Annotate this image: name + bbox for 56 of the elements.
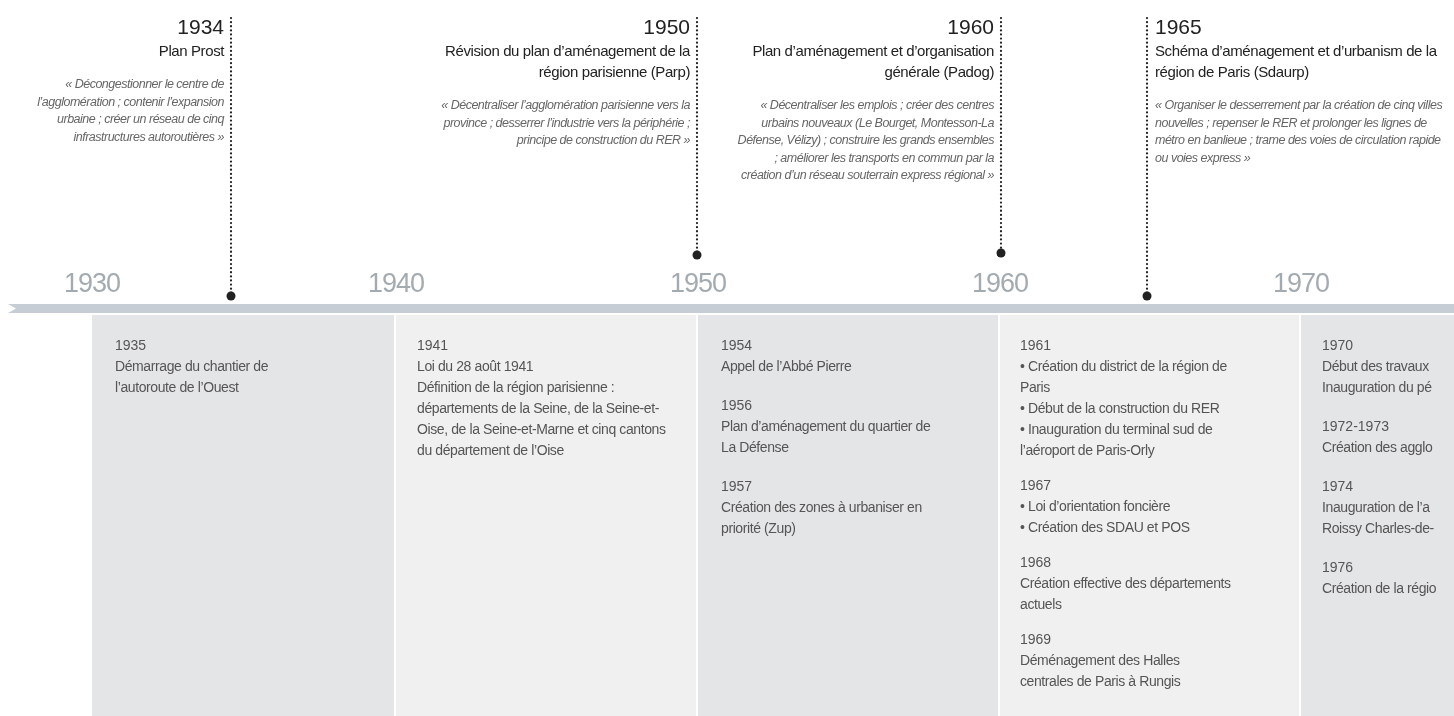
event-text: • Inauguration du terminal sud de l’aéroport de Paris-Orly bbox=[1020, 420, 1214, 460]
leader-line bbox=[1142, 16, 1152, 301]
event-year: 1972-1973 bbox=[1322, 417, 1390, 436]
event-year: 1967 bbox=[1020, 476, 1053, 495]
event-text: Inauguration de l’a bbox=[1322, 498, 1431, 517]
leader-line bbox=[692, 16, 702, 260]
axis-year: 1950 bbox=[669, 268, 727, 299]
event-year: 1968 bbox=[1020, 553, 1053, 572]
event-text: • Création des SDAU et POS bbox=[1020, 518, 1191, 537]
event-year: 1969 bbox=[1020, 630, 1053, 649]
event-text: Plan d’aménagement du quartier de La Défense bbox=[721, 417, 931, 457]
event-year: 1970 bbox=[1322, 336, 1355, 355]
plan-title: Plan Prost bbox=[158, 41, 224, 61]
plan-year: 1965 bbox=[1155, 14, 1202, 40]
plan-year: 1950 bbox=[643, 14, 690, 40]
event-text: Création de la régio bbox=[1322, 579, 1438, 598]
event-text: • Création du district de la région de Paris bbox=[1020, 357, 1228, 397]
event-year: 1976 bbox=[1322, 558, 1355, 577]
plan-quote: « Organiser le desserrement par la création de cinq villes nouvelles ; repenser le RER et prolonger les lignes de métro en banlieue ; trame des voies de circulation rapide ou voies express » bbox=[1155, 97, 1444, 167]
axis-year: 1960 bbox=[971, 268, 1029, 299]
event-text: Définition de la région parisienne : départements de la Seine, de la Seine-et-Oise, de la Seine-et-Marne et cinq cantons du département de l’Oise bbox=[417, 378, 667, 460]
event-text: Roissy Charles-de- bbox=[1322, 519, 1435, 538]
event-text: Création des zones à urbaniser en priorité (Zup) bbox=[721, 498, 923, 538]
plan-title: Plan d’aménagement et d’organisation générale (Padog) bbox=[751, 41, 994, 82]
event-text: Démarrage du chantier de l’autoroute de l’Ouest bbox=[115, 357, 270, 397]
axis-year: 1970 bbox=[1272, 268, 1330, 299]
plan-year: 1934 bbox=[177, 14, 224, 40]
event-text: Inauguration du pé bbox=[1322, 378, 1433, 397]
decade-band bbox=[92, 315, 394, 716]
event-year: 1935 bbox=[115, 336, 148, 355]
plan-quote: « Décentraliser les emplois ; créer des centres urbains nouveaux (Le Bourget, Montesson-La Défense, Vélizy) ; construire les grands ensembles ; améliorer les transports en commun par la création d’un réseau souterrain express régional » bbox=[736, 97, 994, 184]
event-year: 1956 bbox=[721, 396, 754, 415]
event-text: Création effective des départements actuels bbox=[1020, 574, 1232, 614]
event-year: 1954 bbox=[721, 336, 754, 355]
plan-title: Révision du plan d’aménagement de la région parisienne (Parp) bbox=[444, 41, 690, 82]
event-text: Appel de l’Abbé Pierre bbox=[721, 357, 853, 376]
event-text: Loi du 28 août 1941 bbox=[417, 357, 535, 376]
event-year: 1961 bbox=[1020, 336, 1053, 355]
event-text: • Début de la construction du RER bbox=[1020, 399, 1221, 418]
leader-line bbox=[226, 16, 236, 301]
decade-band bbox=[1301, 315, 1454, 716]
axis-year: 1940 bbox=[367, 268, 425, 299]
event-year: 1941 bbox=[417, 336, 450, 355]
plan-quote: « Décentraliser l’agglomération parisienne vers la province ; desserrer l’industrie vers la périphérie ; principe de construction du RER » bbox=[440, 97, 690, 149]
event-text: Déménagement des Halles centrales de Paris à Rungis bbox=[1020, 651, 1182, 691]
event-year: 1974 bbox=[1322, 477, 1355, 496]
plan-quote: « Décongestionner le centre de l’agglomération ; contenir l’expansion urbaine ; créer un réseau de cinq infrastructures autoroutières » bbox=[36, 76, 224, 146]
event-text: • Loi d’orientation foncière bbox=[1020, 497, 1172, 516]
event-year: 1957 bbox=[721, 477, 754, 496]
leader-line bbox=[996, 16, 1006, 258]
axis-year: 1930 bbox=[63, 268, 121, 299]
plan-title: Schéma d’aménagement et d’urbanism de la région de Paris (Sdaurp) bbox=[1155, 41, 1438, 82]
decade-band bbox=[698, 315, 998, 716]
event-text: Création des agglo bbox=[1322, 438, 1434, 457]
plan-year: 1960 bbox=[947, 14, 994, 40]
event-text: Début des travaux bbox=[1322, 357, 1430, 376]
